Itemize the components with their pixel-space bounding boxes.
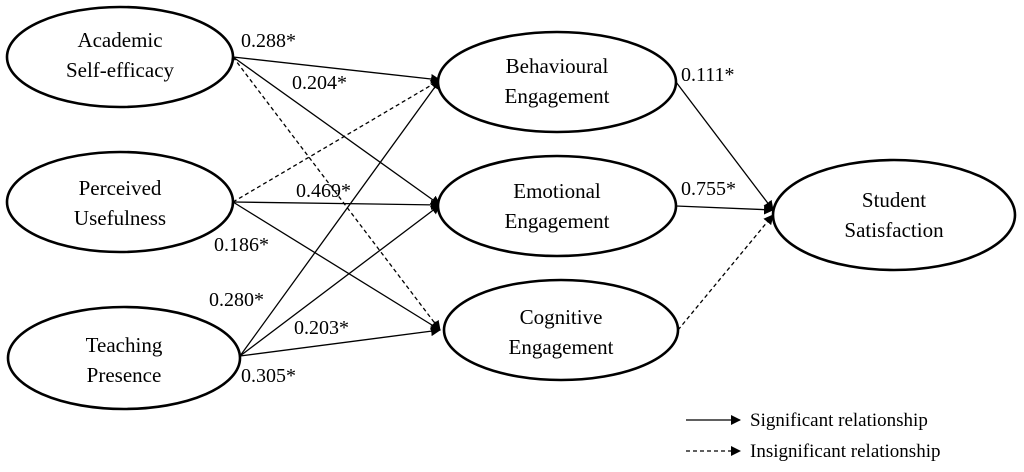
edge-pu-to-cognitive xyxy=(232,201,441,331)
node-label-line2: Usefulness xyxy=(74,206,166,230)
edge-ase-to-emotional xyxy=(232,56,441,206)
node-label-line2: Satisfaction xyxy=(844,218,944,242)
node-perceived-usefulness: Perceived Usefulness xyxy=(5,150,235,254)
node-teaching-presence: Teaching Presence xyxy=(6,305,242,411)
edges xyxy=(232,56,774,357)
legend-significant-label: Significant relationship xyxy=(750,410,928,431)
node-label-line1: Teaching xyxy=(86,333,163,357)
edge-tp-to-behavioural xyxy=(239,79,441,357)
node-label-line1: Emotional xyxy=(513,179,601,203)
node-label-line2: Engagement xyxy=(505,209,610,233)
coefficient-ase-ee: 0.204* xyxy=(292,72,347,94)
coefficient-tp-ce: 0.305* xyxy=(241,365,296,387)
node-label-line1: Student xyxy=(862,188,926,212)
edge-tp-to-emotional xyxy=(239,204,441,357)
node-label-line1: Behavioural xyxy=(506,54,609,78)
node-label-line2: Self-efficacy xyxy=(66,58,175,82)
node-academic-self-efficacy: Academic Self-efficacy xyxy=(5,5,235,109)
coefficient-labels: 0.288* 0.204* 0.469* 0.186* 0.280* 0.203… xyxy=(209,30,736,387)
edge-pu-to-emotional xyxy=(232,199,441,210)
coefficient-pu-ce: 0.186* xyxy=(214,234,269,256)
node-emotional-engagement: Emotional Engagement xyxy=(436,154,678,258)
coefficient-tp-ee: 0.203* xyxy=(294,317,349,339)
edge-ase-to-cognitive xyxy=(232,56,441,331)
legend-insignificant-label: Insignificant relationship xyxy=(750,441,940,462)
node-label-line2: Engagement xyxy=(509,335,614,359)
coefficient-tp-be: 0.280* xyxy=(209,289,264,311)
legend: Significant relationship Insignificant r… xyxy=(686,410,940,462)
legend-significant: Significant relationship xyxy=(686,410,928,431)
coefficient-be-ss: 0.111* xyxy=(681,64,735,86)
coefficient-ase-be: 0.288* xyxy=(241,30,296,52)
node-label-line1: Academic xyxy=(77,28,162,52)
edge-ase-to-behavioural xyxy=(232,56,441,84)
coefficient-pu-ee: 0.469* xyxy=(296,180,351,202)
node-label-line1: Cognitive xyxy=(520,305,603,329)
node-behavioural-engagement: Behavioural Engagement xyxy=(436,30,678,134)
node-label-line1: Perceived xyxy=(79,176,162,200)
edge-be-to-satisfaction xyxy=(675,81,774,211)
edge-ce-to-satisfaction xyxy=(677,214,774,331)
legend-insignificant: Insignificant relationship xyxy=(686,441,940,462)
coefficient-ee-ss: 0.755* xyxy=(681,178,736,200)
edge-pu-to-behavioural xyxy=(232,79,441,203)
node-student-satisfaction: Student Satisfaction xyxy=(771,158,1017,272)
node-label-line2: Presence xyxy=(87,363,162,387)
edge-tp-to-cognitive xyxy=(239,326,441,357)
node-cognitive-engagement: Cognitive Engagement xyxy=(442,278,680,382)
node-label-line2: Engagement xyxy=(505,84,610,108)
edge-ee-to-satisfaction xyxy=(675,204,774,215)
